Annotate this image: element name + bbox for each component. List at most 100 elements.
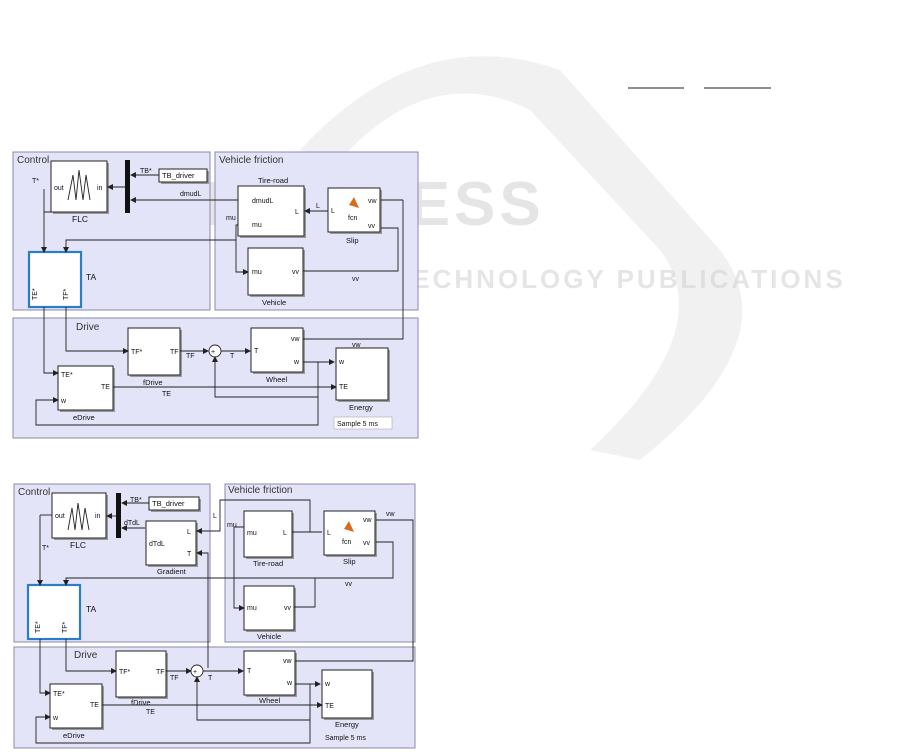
top-slip-fcn: fcn [348, 215, 357, 222]
top-L-wire-label: L [316, 203, 320, 210]
bottom-vehicle-block[interactable] [243, 585, 295, 631]
top-tire-L-port: L [295, 209, 299, 216]
top-vehicle-block[interactable] [247, 247, 304, 296]
top-tf-wire-label: TF [186, 353, 195, 360]
bottom-slip-label: Slip [343, 557, 356, 566]
top-t-wire-label: T [230, 353, 235, 360]
bottom-t-wire-label: T [208, 675, 213, 682]
bottom-vv-wire-label: vv [345, 581, 353, 588]
top-fdrive-block[interactable] [127, 327, 181, 376]
bottom-friction-title: Vehicle friction [228, 485, 292, 496]
bottom-diagram: Control Vehicle friction Drive out in FL… [13, 483, 416, 749]
top-friction-title: Vehicle friction [219, 155, 283, 166]
top-vehicle-label: Vehicle [262, 298, 286, 307]
top-wheel-w-port: w [293, 359, 300, 366]
bottom-slip-block[interactable] [323, 510, 376, 556]
top-vehicle-mu-port: mu [252, 269, 262, 276]
bottom-tbstar-label: TB* [130, 497, 142, 504]
top-dmudl-wire-label: dmudL [180, 191, 202, 198]
bottom-tire-L-port: L [283, 530, 287, 537]
svg-text:+: + [211, 349, 215, 356]
bottom-wheel-block[interactable] [243, 650, 296, 696]
bottom-bus-block[interactable] [116, 493, 121, 538]
bottom-energy-block[interactable] [321, 669, 373, 719]
top-ta-tf-port: TF* [63, 288, 70, 300]
bottom-flc-out-port: out [55, 513, 65, 520]
top-wheel-t-port: T [254, 348, 259, 355]
bottom-energy-w-port: w [324, 681, 331, 688]
top-tire-road-label: Tire-road [258, 176, 288, 185]
top-tb-driver-label: TB_driver [162, 171, 195, 180]
bottom-tire-road-block[interactable] [243, 510, 293, 558]
bottom-vehicle-label: Vehicle [257, 632, 281, 641]
top-vehicle-vv-port: vv [292, 269, 300, 276]
top-tire-mu-port: mu [252, 222, 262, 229]
bottom-tire-mu-port: mu [247, 530, 257, 537]
bottom-edrive-w-port: w [52, 715, 59, 722]
bottom-flc-in-port: in [95, 513, 101, 520]
bottom-mu-wire-label: mu [227, 522, 237, 529]
bottom-gradient-L-port: L [187, 529, 191, 536]
bottom-tb-driver-label: TB_driver [152, 499, 185, 508]
top-vv-wire-label: vv [352, 276, 360, 283]
top-slip-block[interactable] [327, 187, 381, 233]
top-tire-road-block[interactable] [237, 185, 305, 237]
bottom-ta-tf-port: TF* [62, 621, 69, 633]
top-slip-L-port: L [331, 208, 335, 215]
top-wheel-vw-port: vw [291, 336, 301, 343]
bottom-fdrive-label: fDrive [131, 698, 151, 707]
top-bus-block[interactable] [125, 160, 130, 213]
bottom-drive-title: Drive [74, 650, 98, 661]
bottom-tb-driver-block[interactable] [148, 496, 200, 511]
bottom-control-title: Control [18, 487, 50, 498]
top-energy-te-port: TE [339, 384, 348, 391]
top-te-wire-label: TE [162, 391, 171, 398]
bottom-flc-block[interactable] [51, 492, 107, 539]
bottom-matlab-icon [344, 521, 354, 532]
top-ta-block[interactable] [27, 250, 83, 309]
bottom-slip-vw-port: vw [363, 517, 373, 524]
top-mu-wire-label: mu [226, 215, 236, 222]
bottom-ta-block[interactable] [26, 583, 82, 641]
top-flc-block[interactable] [50, 160, 108, 213]
top-energy-block[interactable] [335, 347, 389, 401]
bottom-edrive-te-port: TE [90, 702, 99, 709]
bottom-fdrive-block[interactable] [115, 650, 167, 698]
bottom-energy-te-port: TE [325, 703, 334, 710]
top-slip-label: Slip [346, 236, 359, 245]
top-flc-out-port: out [54, 185, 64, 192]
top-slip-vv-port: vv [368, 223, 376, 230]
bottom-dtdl-wire-label: dTdL [124, 520, 140, 527]
top-sample-label: Sample 5 ms [337, 421, 378, 428]
bottom-vehicle-vv-port: vv [284, 605, 292, 612]
bottom-L-wire-label: L [213, 513, 217, 520]
top-ta-label: TA [86, 272, 97, 282]
bottom-wheel-w-port: w [286, 680, 293, 687]
top-tire-dmudl-port: dmudL [252, 198, 274, 205]
top-edrive-block[interactable] [57, 365, 114, 411]
bottom-gradient-block[interactable] [145, 520, 197, 566]
top-fdrive-tf-out-port: TF [170, 349, 179, 356]
bottom-edrive-block[interactable] [49, 683, 103, 729]
bottom-sample-label: Sample 5 ms [325, 735, 366, 742]
bottom-wheel-vw-port: vw [283, 658, 293, 665]
bottom-wheel-t-port: T [247, 668, 252, 675]
bottom-flc-membership-icon [67, 502, 90, 531]
top-flc-label: FLC [72, 214, 88, 224]
top-sample-badge [333, 416, 393, 430]
top-fdrive-label: fDrive [143, 378, 163, 387]
bottom-gradient-label: Gradient [157, 567, 187, 576]
bottom-tstar-label: T* [42, 545, 49, 552]
bottom-energy-label: Energy [335, 720, 359, 729]
top-tb-driver-block[interactable] [158, 168, 208, 183]
top-matlab-icon [349, 197, 359, 208]
bottom-slip-vv-port: vv [363, 540, 371, 547]
top-edrive-te-in-port: TE* [61, 372, 73, 379]
top-vw-wire-label: vw [352, 342, 362, 349]
top-wheel-block[interactable] [250, 327, 304, 373]
top-wheel-label: Wheel [266, 375, 288, 384]
top-fdrive-tf-in-port: TF* [131, 349, 143, 356]
bottom-ta-label: TA [86, 604, 97, 614]
bottom-vehicle-mu-port: mu [247, 605, 257, 612]
